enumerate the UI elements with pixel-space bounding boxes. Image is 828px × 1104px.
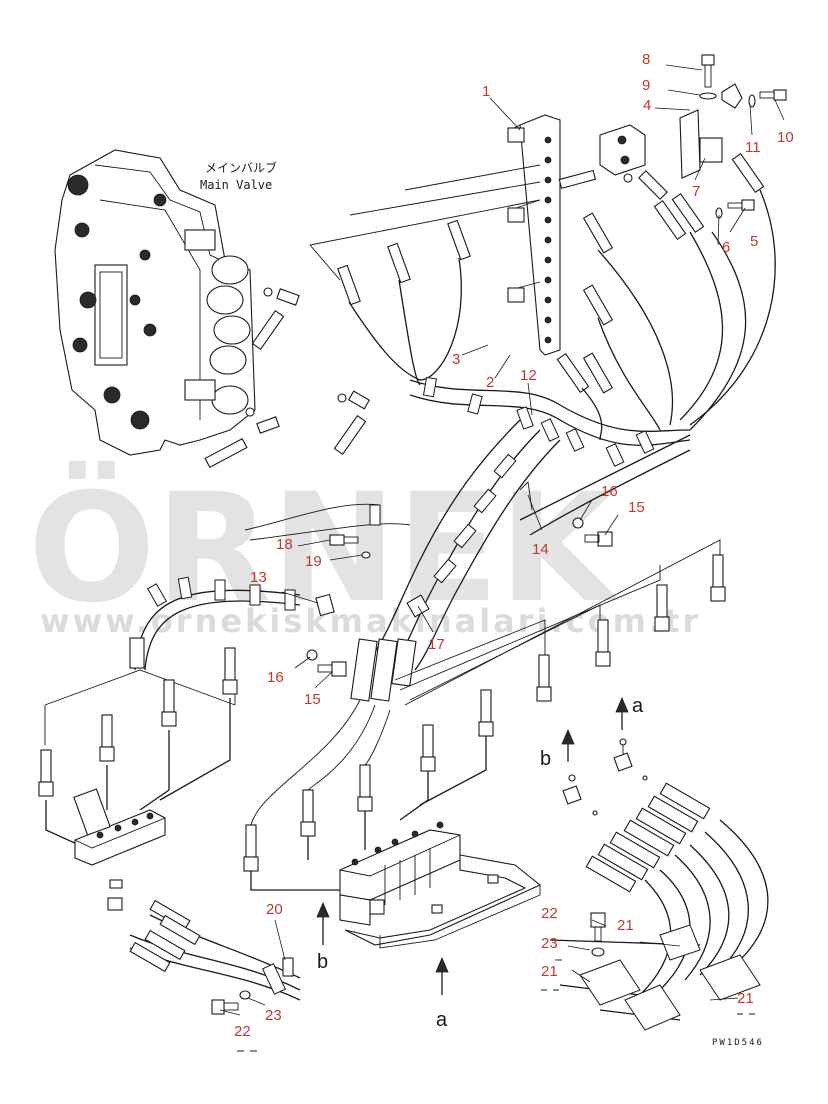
left-hose-wrap [146,576,296,611]
callout-3: 3 [452,351,460,368]
callout-18: 18 [276,536,293,553]
arrow-label-b-bottom: b [317,951,328,973]
hose-bundle [244,376,691,702]
callout-4: 4 [643,97,651,114]
center-fittings [243,539,726,891]
bracket-assembly [507,54,787,356]
center-manifold [339,821,542,949]
callout-21-top: 21 [617,917,634,934]
callout-1: 1 [482,83,490,100]
callout-16-right: 16 [601,483,618,500]
valve-label-jp: メインバルブ [205,160,277,175]
callout-20: 20 [266,901,283,918]
callout-8: 8 [642,51,650,68]
callout-2: 2 [486,374,494,391]
callout-21-left: 21 [541,963,558,980]
callout-13: 13 [250,569,267,586]
arrows: a b b a [316,695,644,1031]
callout-12: 12 [520,367,537,384]
callout-numbers: 1 2 3 4 5 6 7 8 9 10 11 12 13 14 15 15 1… [234,51,794,1040]
callout-15-left: 15 [304,691,321,708]
valve-fittings [204,287,371,469]
left-manifold [73,788,166,911]
callout-15-right: 15 [628,499,645,516]
arrow-label-a-bottom: a [436,1009,448,1031]
callout-6: 6 [722,239,730,256]
dash-marks [237,959,755,1052]
callout-10: 10 [777,129,794,146]
callout-11: 11 [745,139,761,156]
callout-17: 17 [428,636,445,653]
callout-21-right: 21 [737,990,754,1007]
callout-16-left: 16 [267,669,284,686]
main-valve: メインバルブ Main Valve [54,149,277,456]
arrow-label-b-top: b [540,748,551,770]
callout-23-right: 23 [541,935,558,952]
bracket-bolts [544,136,552,344]
callout-19: 19 [305,553,322,570]
left-hose [44,576,301,745]
spiral-wrap [369,376,655,584]
callout-9: 9 [642,77,650,94]
callout-5: 5 [750,233,758,250]
callout-22-left: 22 [234,1023,251,1040]
valve-label-en: Main Valve [200,178,272,192]
arrow-label-a-top: a [632,695,644,717]
callout-7: 7 [692,183,700,200]
right-group [549,738,769,1031]
left-fittings [38,647,238,851]
drawing-code: PW1D546 [712,1038,764,1048]
leader-lines [219,64,785,1016]
spool-caps [184,229,251,415]
callout-14: 14 [532,541,549,558]
hose-bundle-20 [129,899,301,1015]
callout-22-right: 22 [541,905,558,922]
callout-23-left: 23 [265,1007,282,1024]
